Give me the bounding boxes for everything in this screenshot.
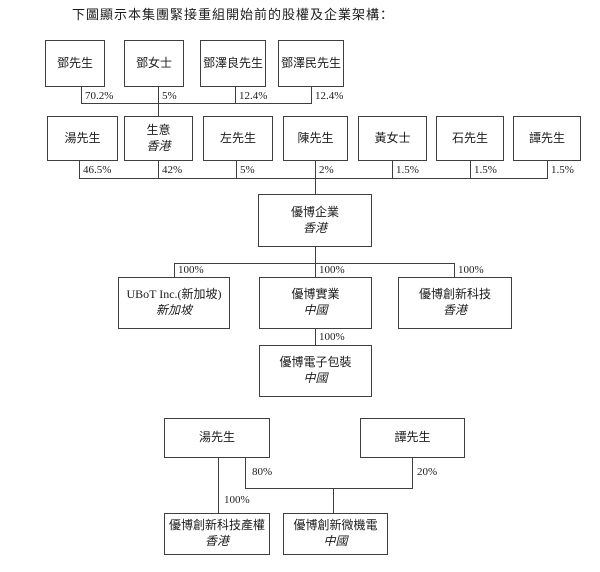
node-label: 優博創新微機電 (293, 518, 378, 533)
node-label: 譚先生 (528, 130, 565, 145)
pct-ms-wong: 1.5% (396, 164, 419, 176)
connector-line (547, 161, 548, 178)
connector-line (315, 329, 316, 345)
pct-ubot-industrial: 100% (319, 264, 345, 276)
node-sangyi-hk: 生意 香港 (124, 116, 193, 161)
page-title: 下圖顯示本集團緊接重組開始前的股權及企業架構： (72, 7, 395, 22)
connector-line (79, 178, 548, 179)
connector-line (412, 458, 413, 488)
pct-mr-tong: 46.5% (83, 164, 112, 176)
node-mr-tong: 湯先生 (47, 116, 118, 161)
node-label: 鄧女士 (135, 55, 172, 70)
node-jurisdiction: 新加坡 (155, 303, 192, 317)
node-label: 優博企業 (290, 204, 339, 219)
node-label: 黃女士 (374, 130, 411, 145)
node-label: 湯先生 (64, 130, 101, 145)
node-label: 陳先生 (297, 130, 334, 145)
node-label: 鄧澤民先生 (280, 55, 341, 70)
node-label: UBoT Inc.(新加坡) (126, 287, 222, 302)
node-ubot-mems: 優博創新微機電 中國 (283, 513, 388, 555)
node-jurisdiction: 香港 (302, 220, 327, 235)
node-ubot-ip: 優博創新科技產權 香港 (164, 513, 270, 555)
node-label: 左先生 (219, 130, 256, 145)
connector-line (81, 103, 312, 104)
pct-mr-deng-zeliang: 12.4% (239, 90, 268, 102)
node-mr-tong-2: 湯先生 (164, 418, 270, 458)
pct-mr-shek: 1.5% (474, 164, 497, 176)
node-label: 石先生 (451, 130, 488, 145)
node-label: 優博實業 (291, 287, 340, 302)
node-jurisdiction: 中國 (303, 303, 328, 317)
node-jurisdiction: 香港 (146, 138, 171, 153)
node-ubot-epackaging: 優博電子包裝 中國 (259, 345, 372, 397)
pct-ubot-ip: 100% (224, 494, 250, 506)
node-ms-wong: 黃女士 (358, 116, 427, 161)
connector-line (311, 87, 312, 103)
pct-ubot-inc: 100% (178, 264, 204, 276)
pct-sangyi: 42% (162, 164, 183, 176)
node-mr-deng-zeliang: 鄧澤良先生 (200, 40, 266, 87)
connector-line (79, 161, 80, 178)
connector-line (315, 161, 316, 194)
node-mr-deng-zemin: 鄧澤民先生 (278, 40, 344, 87)
node-label: 鄧先生 (56, 55, 93, 70)
pct-ms-deng: 5% (162, 90, 177, 102)
connector-line (81, 87, 82, 103)
node-label: 鄧澤良先生 (202, 55, 263, 70)
node-mr-deng: 鄧先生 (45, 40, 105, 87)
node-ubot-industrial: 優博實業 中國 (259, 277, 372, 329)
pct-mr-deng-zemin: 12.4% (315, 90, 344, 102)
node-label: 優博創新科技 (418, 287, 491, 302)
node-mr-tam: 譚先生 (513, 116, 581, 161)
node-jurisdiction: 中國 (303, 371, 328, 385)
connector-line (454, 263, 455, 277)
node-jurisdiction: 中國 (323, 534, 348, 548)
connector-line (245, 458, 246, 488)
connector-line (174, 263, 455, 264)
connector-line (245, 488, 413, 489)
node-ubot-innotech: 優博創新科技 香港 (398, 277, 512, 329)
connector-line (158, 87, 159, 116)
node-mr-chen: 陳先生 (283, 116, 348, 161)
pct-ubot-epackaging: 100% (319, 331, 345, 343)
node-jurisdiction: 香港 (204, 534, 229, 548)
node-ubot-enterprise: 優博企業 香港 (258, 194, 372, 247)
connector-line (333, 488, 334, 513)
connector-line (174, 263, 175, 277)
connector-line (392, 161, 393, 178)
node-label: 優博創新科技產權 (168, 518, 265, 533)
connector-line (315, 247, 316, 277)
node-label: 優博電子包裝 (279, 355, 352, 370)
node-jurisdiction: 香港 (442, 303, 467, 317)
node-mr-tam-2: 譚先生 (360, 418, 465, 458)
node-ubot-inc: UBoT Inc.(新加坡) 新加坡 (118, 277, 230, 329)
pct-mr-tam: 1.5% (551, 164, 574, 176)
node-label: 生意 (146, 122, 171, 137)
pct-tam-mems: 20% (417, 466, 438, 478)
connector-line (470, 161, 471, 178)
connector-line (236, 161, 237, 178)
pct-mr-chen: 2% (319, 164, 334, 176)
pct-tong-mems: 80% (252, 466, 273, 478)
node-mr-shek: 石先生 (436, 116, 504, 161)
node-label: 譚先生 (394, 430, 431, 445)
node-mr-zuo: 左先生 (203, 116, 273, 161)
pct-ubot-innotech: 100% (458, 264, 484, 276)
node-label: 湯先生 (198, 430, 235, 445)
connector-line (235, 87, 236, 103)
connector-line (158, 161, 159, 178)
node-ms-deng: 鄧女士 (124, 40, 184, 87)
pct-mr-zuo: 5% (240, 164, 255, 176)
connector-line (218, 458, 219, 513)
pct-mr-deng: 70.2% (85, 90, 114, 102)
